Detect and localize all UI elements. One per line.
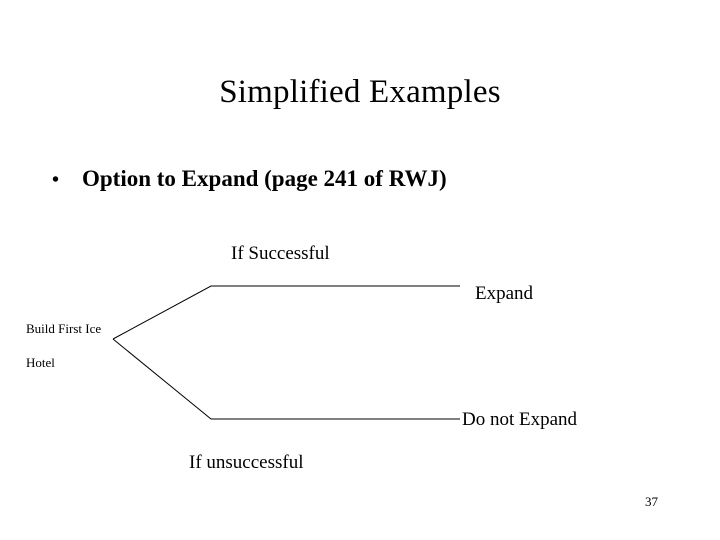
label-expand: Expand xyxy=(475,283,534,304)
label-hotel: Hotel xyxy=(26,355,55,370)
page-number: 37 xyxy=(645,494,658,509)
label-if-unsuccessful: If unsuccessful xyxy=(189,452,304,473)
bullet-marker-icon: • xyxy=(52,169,60,191)
label-build-first-ice: Build First Ice xyxy=(26,321,102,336)
bullet-item-label: Option to Expand (page 241 of RWJ) xyxy=(82,166,447,191)
label-if-successful: If Successful xyxy=(231,243,330,264)
branch-upper-line xyxy=(112,285,460,340)
branch-lower-line xyxy=(112,338,460,420)
page-title: Simplified Examples xyxy=(219,74,501,110)
bullet-item: • Option to Expand (page 241 of RWJ) xyxy=(52,166,692,192)
label-do-not-expand: Do not Expand xyxy=(462,409,578,430)
